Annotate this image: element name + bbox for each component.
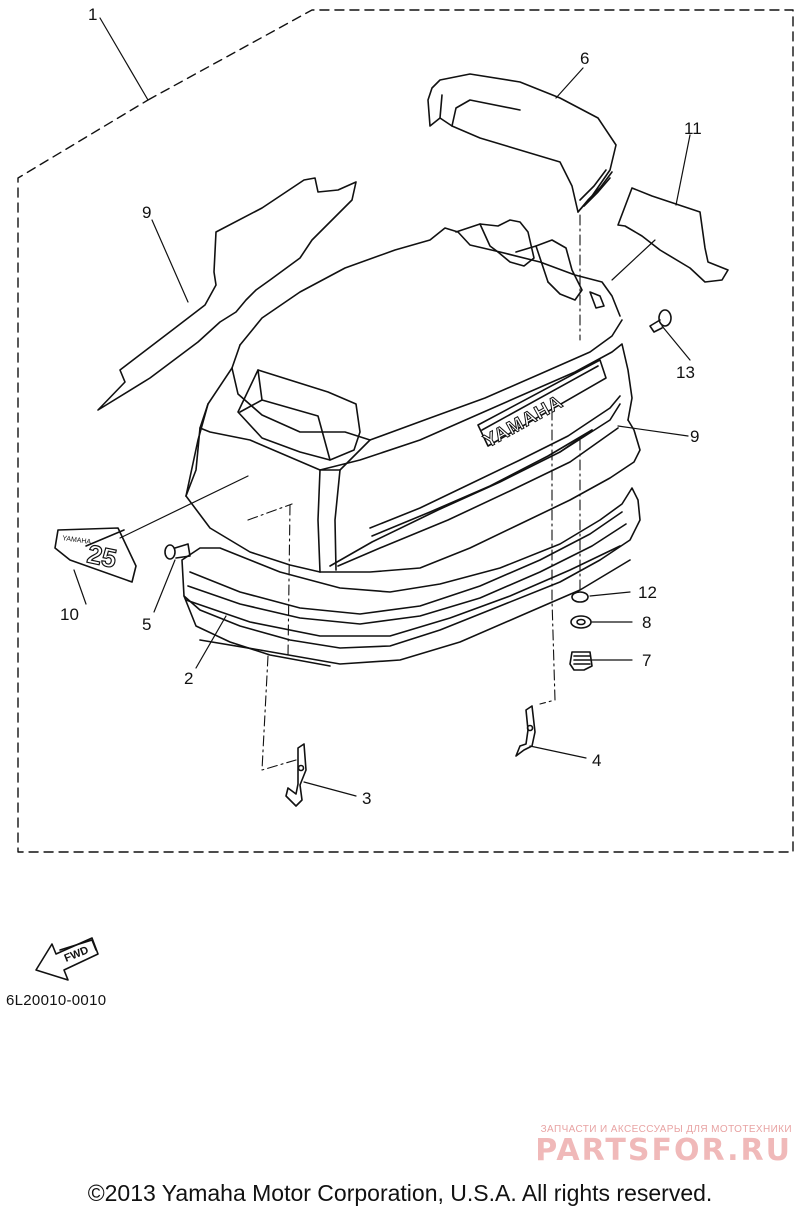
callout-13: 13 (676, 363, 695, 382)
model-emblem-part (54, 527, 137, 583)
emblem-number: 25 (85, 539, 120, 574)
callout-6: 6 (580, 49, 589, 68)
emblem-small-text: YAMAHA (62, 535, 92, 546)
callout-7: 7 (642, 651, 651, 670)
screw-13-part (649, 309, 672, 333)
diagram-part-code: 6L20010-0010 (6, 992, 107, 1009)
callout-1: 1 (88, 5, 97, 24)
washer-8-part (570, 615, 592, 629)
watermark-tagline: ЗАПЧАСТИ И АКСЕССУАРЫ ДЛЯ МОТОТЕХНИКИ (540, 1124, 792, 1135)
forward-direction-arrow-icon (35, 937, 99, 981)
callout-9-lower: 9 (690, 427, 699, 446)
callout-2: 2 (184, 669, 193, 688)
callout-9-upper: 9 (142, 203, 151, 222)
leader-lines (73, 17, 691, 797)
vent-cover-part (427, 73, 617, 213)
callout-8: 8 (642, 613, 651, 632)
callout-5: 5 (142, 615, 151, 634)
bolt-7-part (569, 651, 593, 671)
callout-11: 11 (684, 119, 702, 138)
bracket-3-part (285, 743, 307, 807)
top-cowling-part (185, 219, 641, 573)
bracket-4-part (515, 705, 536, 757)
copyright-notice: ©2013 Yamaha Motor Corporation, U.S.A. A… (87, 1180, 713, 1206)
screw-part (164, 543, 191, 560)
callout-10: 10 (60, 605, 79, 624)
washer-12-part (571, 591, 589, 603)
assembly-axes (247, 214, 581, 771)
watermark: ЗАПЧАСТИ И АКСЕССУАРЫ ДЛЯ МОТОТЕХНИКИ PA… (470, 1124, 792, 1168)
seal-rubber-part (181, 487, 641, 667)
watermark-logo: PARTSFOR.RU (535, 1133, 792, 1168)
callout-3: 3 (362, 789, 371, 808)
side-decal-upper-left (97, 177, 357, 411)
assembly-boundary (17, 9, 794, 853)
callout-12: 12 (638, 583, 657, 602)
callout-4: 4 (592, 751, 601, 770)
side-decal-upper-right (617, 187, 729, 283)
